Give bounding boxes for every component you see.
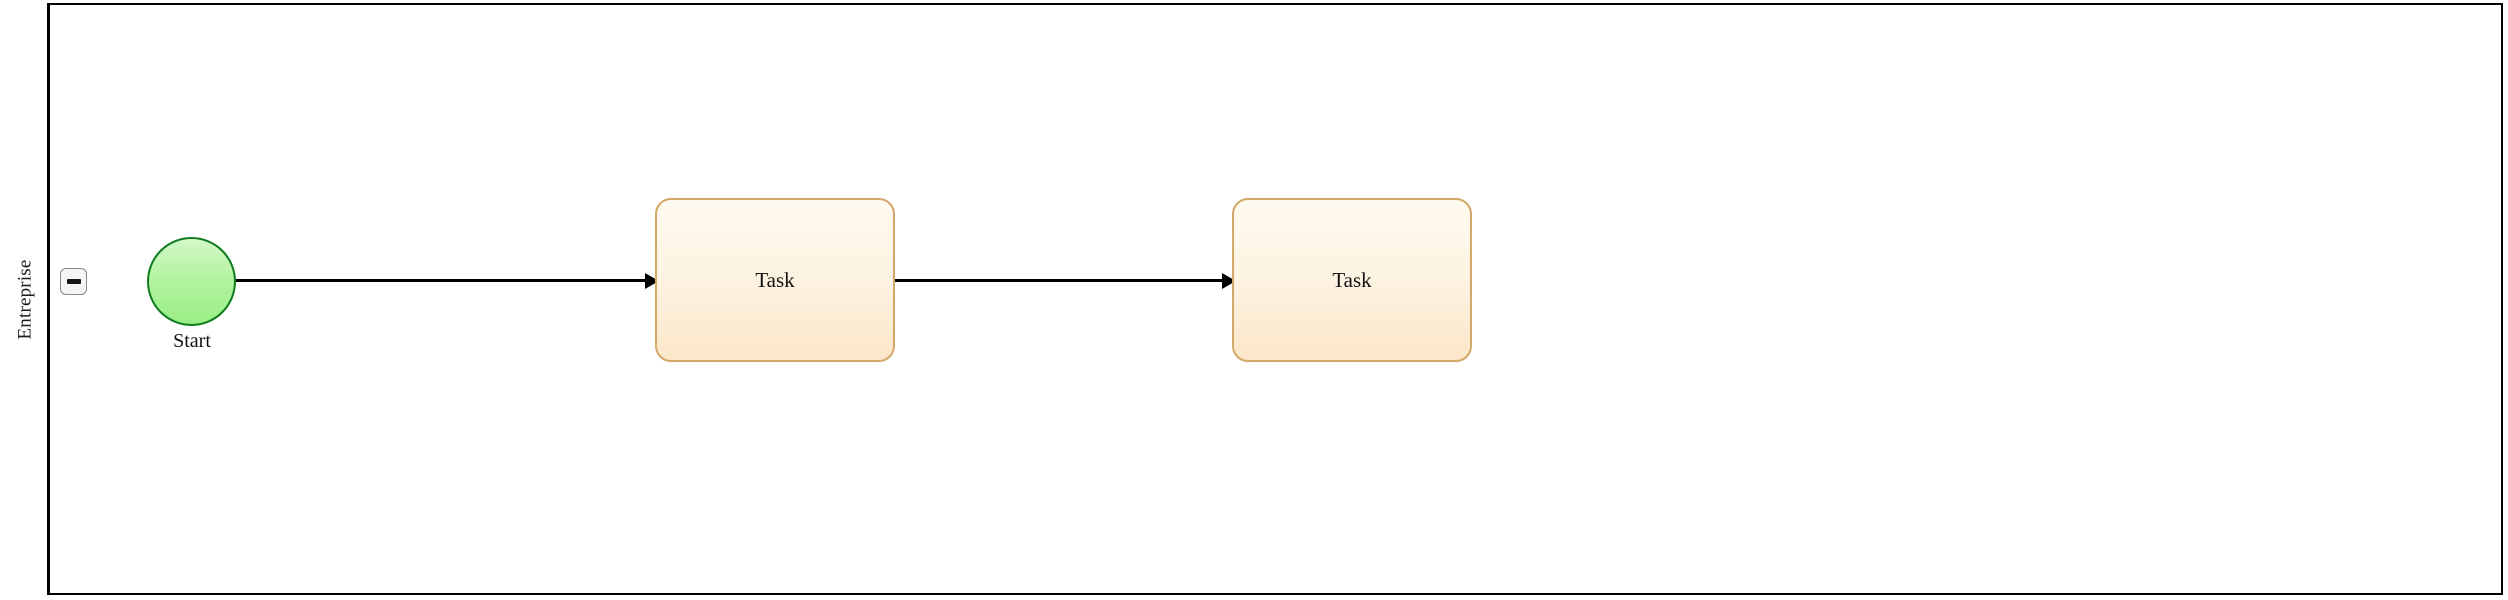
task-label: Task	[1332, 267, 1372, 292]
start-event-label: Start	[173, 330, 211, 352]
lane-header[interactable]: Entreprise	[3, 3, 50, 595]
flow-line	[234, 279, 645, 282]
task-node-1[interactable]: Task	[655, 198, 895, 362]
task-label: Task	[755, 267, 795, 292]
minus-icon	[66, 279, 81, 284]
lane-title: Entreprise	[14, 258, 36, 340]
flow-line	[893, 279, 1222, 282]
start-event-node[interactable]	[147, 237, 236, 326]
sequence-flow-start-to-task-1[interactable]	[234, 271, 659, 291]
collapse-toggle-button[interactable]	[60, 268, 87, 295]
sequence-flow-task-1-to-task-2[interactable]	[893, 271, 1236, 291]
task-node-2[interactable]: Task	[1232, 198, 1472, 362]
